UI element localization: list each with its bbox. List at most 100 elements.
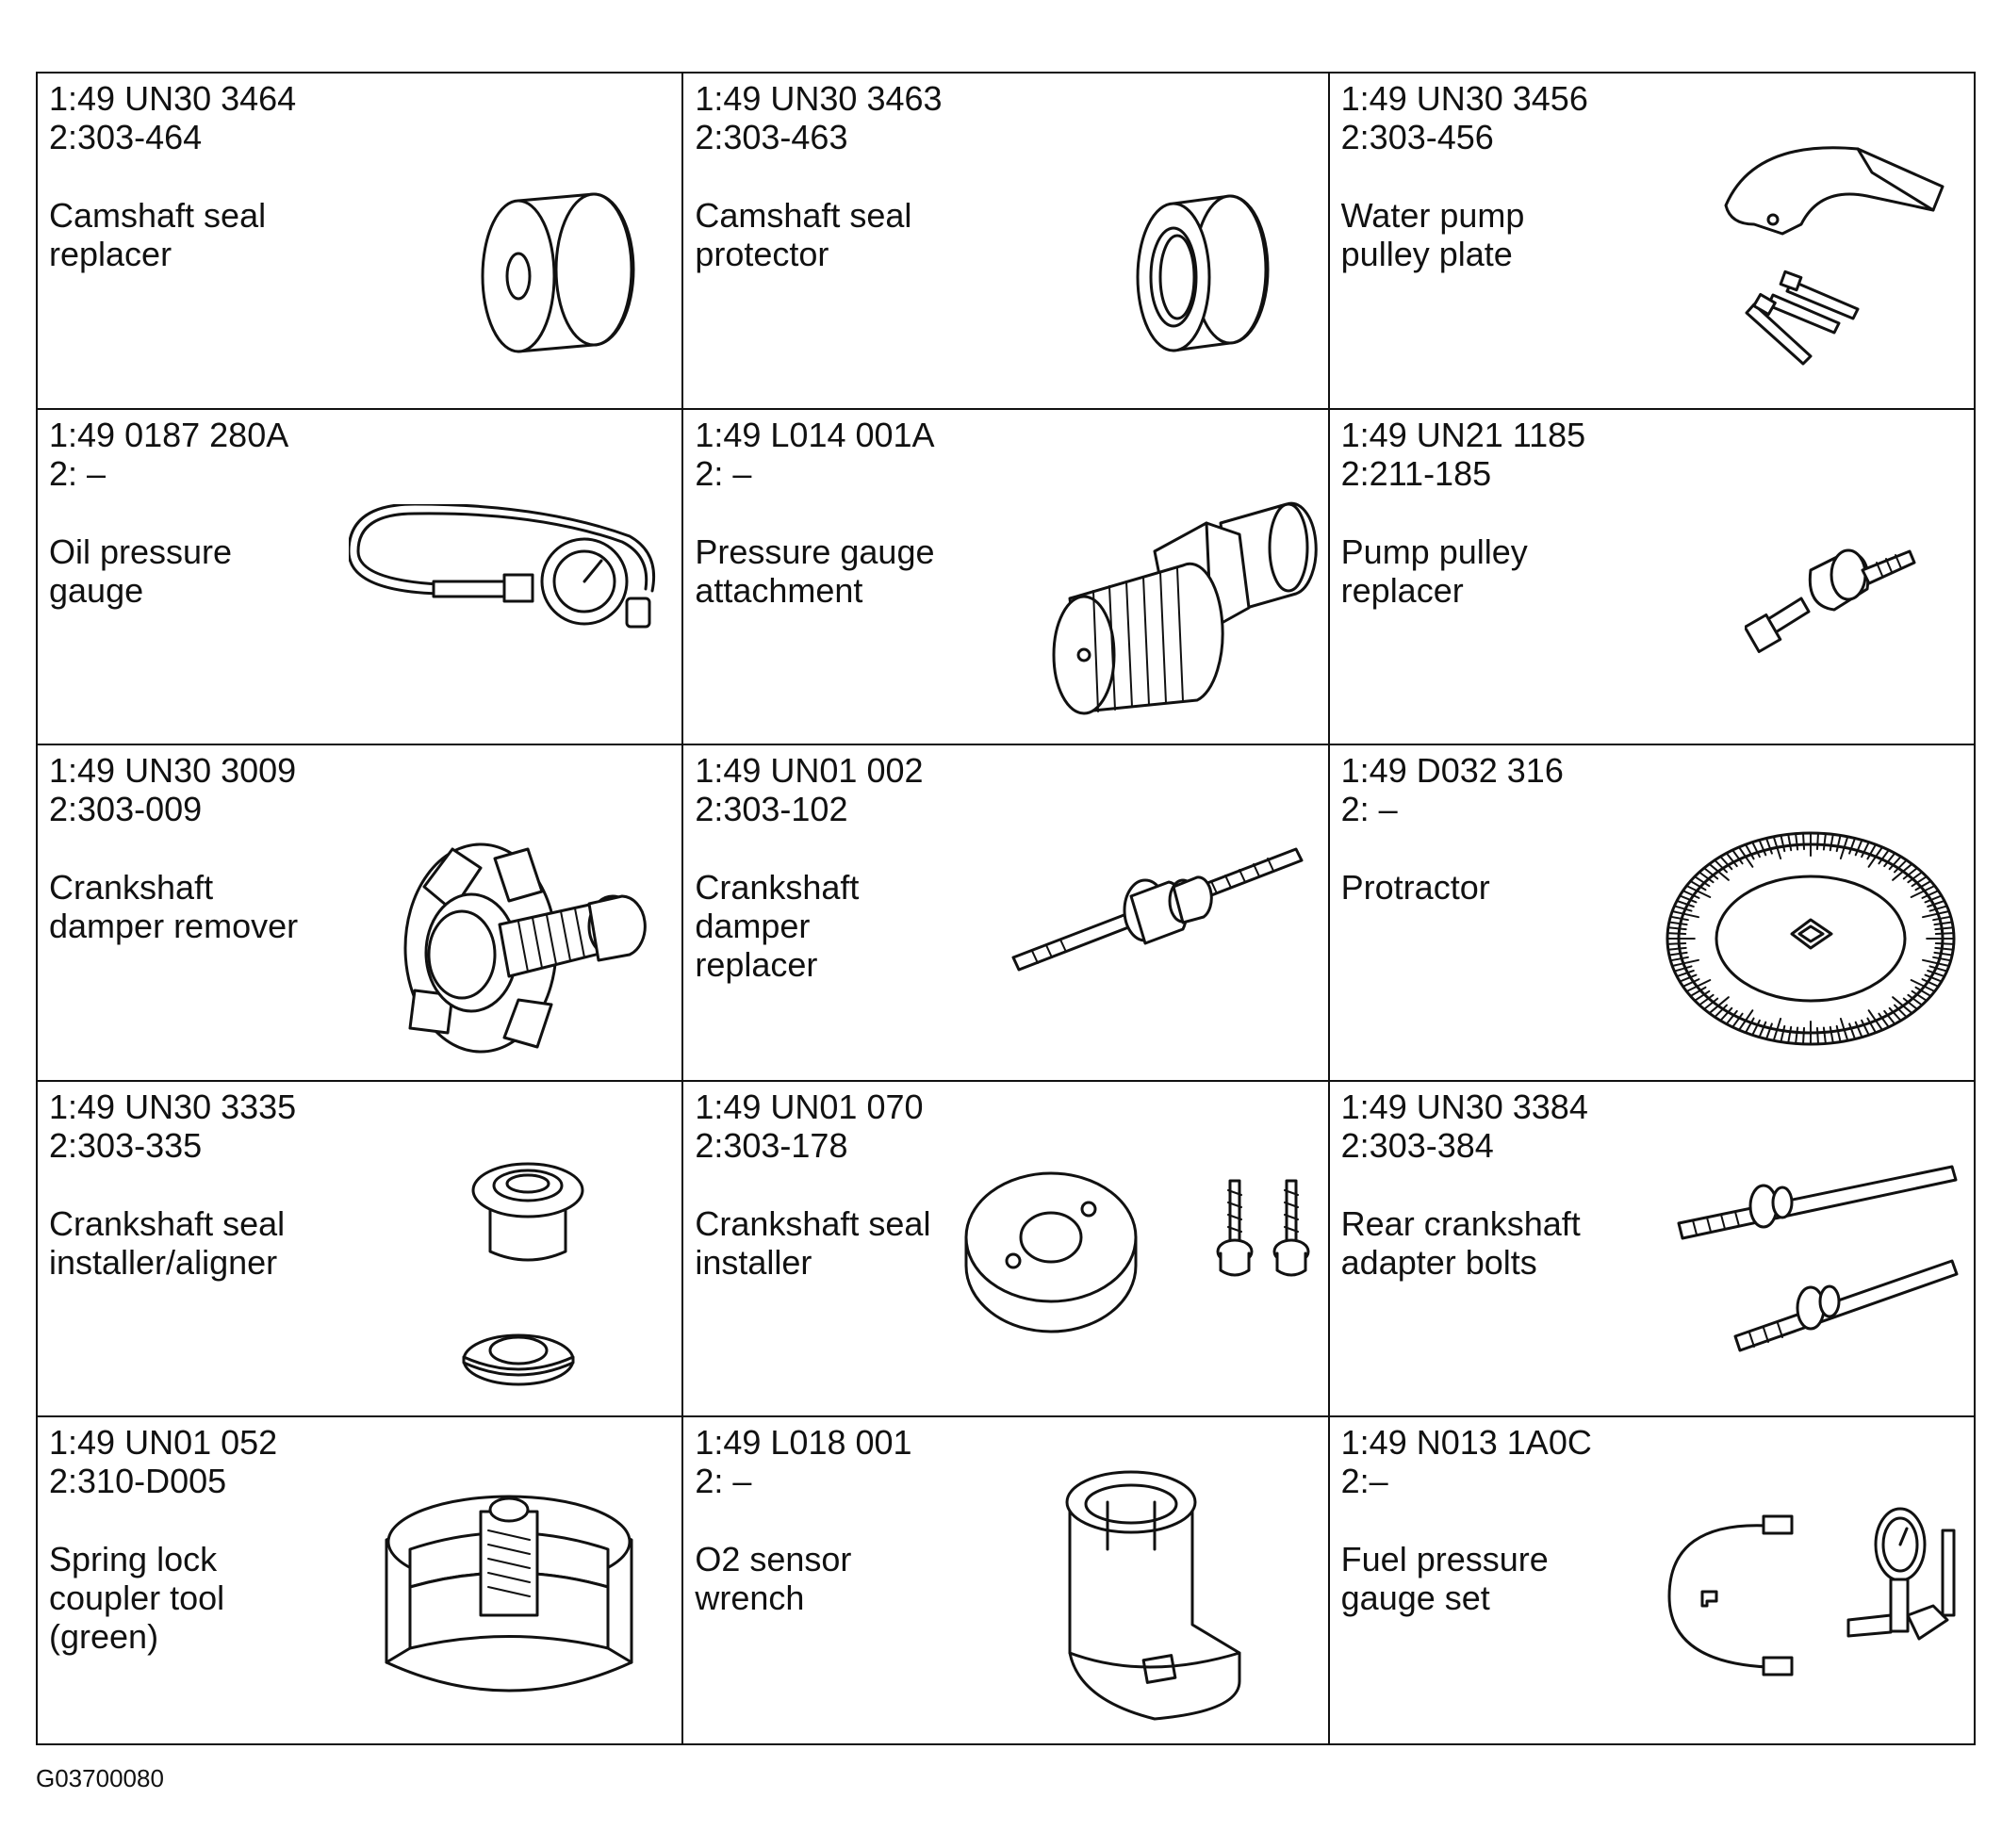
seal-replacer-icon [452, 158, 679, 384]
tool-description: Camshaft seal replacer [49, 196, 384, 273]
desc-line: attachment [695, 571, 863, 610]
seal-protector-icon [1089, 158, 1315, 384]
desc-line: gauge set [1340, 1578, 1490, 1617]
part-number-1: 1:49 UN21 1185 [1340, 416, 1586, 454]
tool-cell: 1:49 UN30 3335 2:303-335 Crankshaft seal… [35, 1080, 684, 1417]
desc-line: installer [695, 1243, 812, 1282]
tool-description: O2 sensor wrench [695, 1540, 1029, 1617]
part-number-2: 2:303-456 [1340, 118, 1494, 156]
tool-description: Camshaft seal protector [695, 196, 1029, 273]
desc-line: O2 sensor [695, 1540, 852, 1578]
desc-line: Camshaft seal [49, 196, 267, 235]
tool-cell: 1:49 UN01 002 2:303-102 Crankshaft dampe… [681, 744, 1330, 1082]
part-number-1: 1:49 UN30 3456 [1340, 79, 1588, 118]
tool-description: Crankshaft seal installer [695, 1204, 1029, 1282]
part-number-2: 2:310-D005 [49, 1462, 227, 1500]
tool-description: Fuel pressure gauge set [1341, 1540, 1676, 1617]
tool-cell: 1:49 UN01 052 2:310-D005 Spring lock cou… [35, 1415, 684, 1745]
part-number-1: 1:49 UN30 3335 [49, 1088, 297, 1126]
part-number-2: 2:303-335 [49, 1126, 203, 1165]
part-number-1: 1:49 UN30 3384 [1340, 1088, 1588, 1126]
tool-cell: 1:49 UN01 070 2:303-178 Crankshaft seal … [681, 1080, 1330, 1417]
part-number-1: 1:49 UN01 052 [49, 1423, 278, 1462]
desc-line: pulley plate [1340, 235, 1513, 273]
desc-line: coupler tool [49, 1578, 225, 1617]
seal-aligner-icon [452, 1138, 622, 1393]
part-number-2: 2:303-009 [49, 790, 203, 828]
part-number-1: 1:49 L018 001 [695, 1423, 912, 1462]
tool-description: Water pump pulley plate [1341, 196, 1676, 273]
tool-cell: 1:49 UN30 3456 2:303-456 Water pump pull… [1327, 72, 1977, 410]
part-number-2: 2:303-178 [695, 1126, 848, 1165]
desc-line: Protractor [1340, 868, 1490, 907]
fuel-gauge-icon [1660, 1502, 1971, 1709]
tool-description: Oil pressure gauge [49, 532, 384, 610]
tool-description: Crankshaft damper replacer [695, 868, 1029, 984]
desc-line: installer/aligner [49, 1243, 278, 1282]
part-number-1: 1:49 L014 001A [695, 416, 935, 454]
part-number-2: 2:303-384 [1340, 1126, 1494, 1165]
desc-line: adapter bolts [1340, 1243, 1537, 1282]
desc-line: wrench [695, 1578, 805, 1617]
part-number-1: 1:49 N013 1A0C [1340, 1423, 1592, 1462]
desc-line: Crankshaft [49, 868, 214, 907]
tool-description: Crankshaft damper remover [49, 868, 384, 945]
tool-cell: 1:49 UN30 3384 2:303-384 Rear crankshaft… [1327, 1080, 1977, 1417]
tool-description: Pump pulley replacer [1341, 532, 1676, 610]
desc-line: Water pump [1340, 196, 1525, 235]
table-row: 1:49 0187 280A 2: – Oil pressure gauge [35, 408, 1977, 745]
part-number-2: 2: – [1340, 790, 1398, 828]
o2-wrench-icon [1051, 1464, 1268, 1728]
tool-cell: 1:49 UN21 1185 2:211-185 Pump pulley rep… [1327, 408, 1977, 745]
special-tools-table: 1:49 UN30 3464 2:303-464 Camshaft seal r… [35, 72, 1977, 1745]
desc-line: protector [695, 235, 829, 273]
figure-code: G03700080 [36, 1764, 164, 1792]
desc-line: (green) [49, 1617, 159, 1656]
part-number-2: 2:211-185 [1340, 454, 1492, 493]
tool-cell: 1:49 0187 280A 2: – Oil pressure gauge [35, 408, 684, 745]
coupler-tool-icon [368, 1474, 650, 1719]
desc-line: Fuel pressure [1340, 1540, 1549, 1578]
desc-line: damper remover [49, 907, 299, 945]
desc-line: Oil pressure [49, 532, 233, 571]
adapter-bolts-icon [1669, 1157, 1971, 1393]
pulley-replacer-icon [1744, 532, 1933, 655]
part-number-1: 1:49 UN01 002 [695, 751, 924, 790]
seal-installer-icon [957, 1167, 1326, 1336]
desc-line: Pump pulley [1340, 532, 1528, 571]
desc-line: Crankshaft seal [695, 1204, 931, 1243]
part-number-1: 1:49 D032 316 [1340, 751, 1564, 790]
part-number-1: 1:49 UN30 3464 [49, 79, 297, 118]
desc-line: Pressure gauge [695, 532, 935, 571]
table-row: 1:49 UN01 052 2:310-D005 Spring lock cou… [35, 1415, 1977, 1745]
part-number-2: 2: – [695, 1462, 752, 1500]
protractor-icon [1660, 811, 1961, 1066]
desc-line: Crankshaft seal [49, 1204, 286, 1243]
tool-cell: 1:49 UN30 3463 2:303-463 Camshaft seal p… [681, 72, 1330, 410]
table-row: 1:49 UN30 3335 2:303-335 Crankshaft seal… [35, 1080, 1977, 1417]
part-number-1: 1:49 UN30 3463 [695, 79, 943, 118]
pulley-plate-icon [1716, 130, 1971, 394]
tool-cell: 1:49 L018 001 2: – O2 sensor wrench [681, 1415, 1330, 1745]
part-number-2: 2: – [49, 454, 107, 493]
desc-line: replacer [49, 235, 172, 273]
part-number-2: 2:– [1340, 1462, 1388, 1500]
damper-replacer-icon [1004, 840, 1324, 981]
table-row: 1:49 UN30 3009 2:303-009 Crankshaft damp… [35, 744, 1977, 1082]
tool-description: Spring lock coupler tool (green) [49, 1540, 384, 1656]
damper-remover-icon [386, 802, 660, 1066]
desc-line: gauge [49, 571, 144, 610]
part-number-1: 1:49 UN01 070 [695, 1088, 924, 1126]
tool-cell: 1:49 D032 316 2: – Protractor [1327, 744, 1977, 1082]
part-number-2: 2:303-463 [695, 118, 848, 156]
part-number-2: 2:303-464 [49, 118, 203, 156]
tool-description: Crankshaft seal installer/aligner [49, 1204, 384, 1282]
tool-cell: 1:49 N013 1A0C 2:– Fuel pressure gauge s… [1327, 1415, 1977, 1745]
tool-cell: 1:49 UN30 3464 2:303-464 Camshaft seal r… [35, 72, 684, 410]
part-number-2: 2: – [695, 454, 752, 493]
desc-line: Crankshaft [695, 868, 860, 907]
gauge-attachment-icon [1042, 485, 1324, 721]
part-number-1: 1:49 0187 280A [49, 416, 289, 454]
tool-cell: 1:49 UN30 3009 2:303-009 Crankshaft damp… [35, 744, 684, 1082]
desc-line: Camshaft seal [695, 196, 912, 235]
